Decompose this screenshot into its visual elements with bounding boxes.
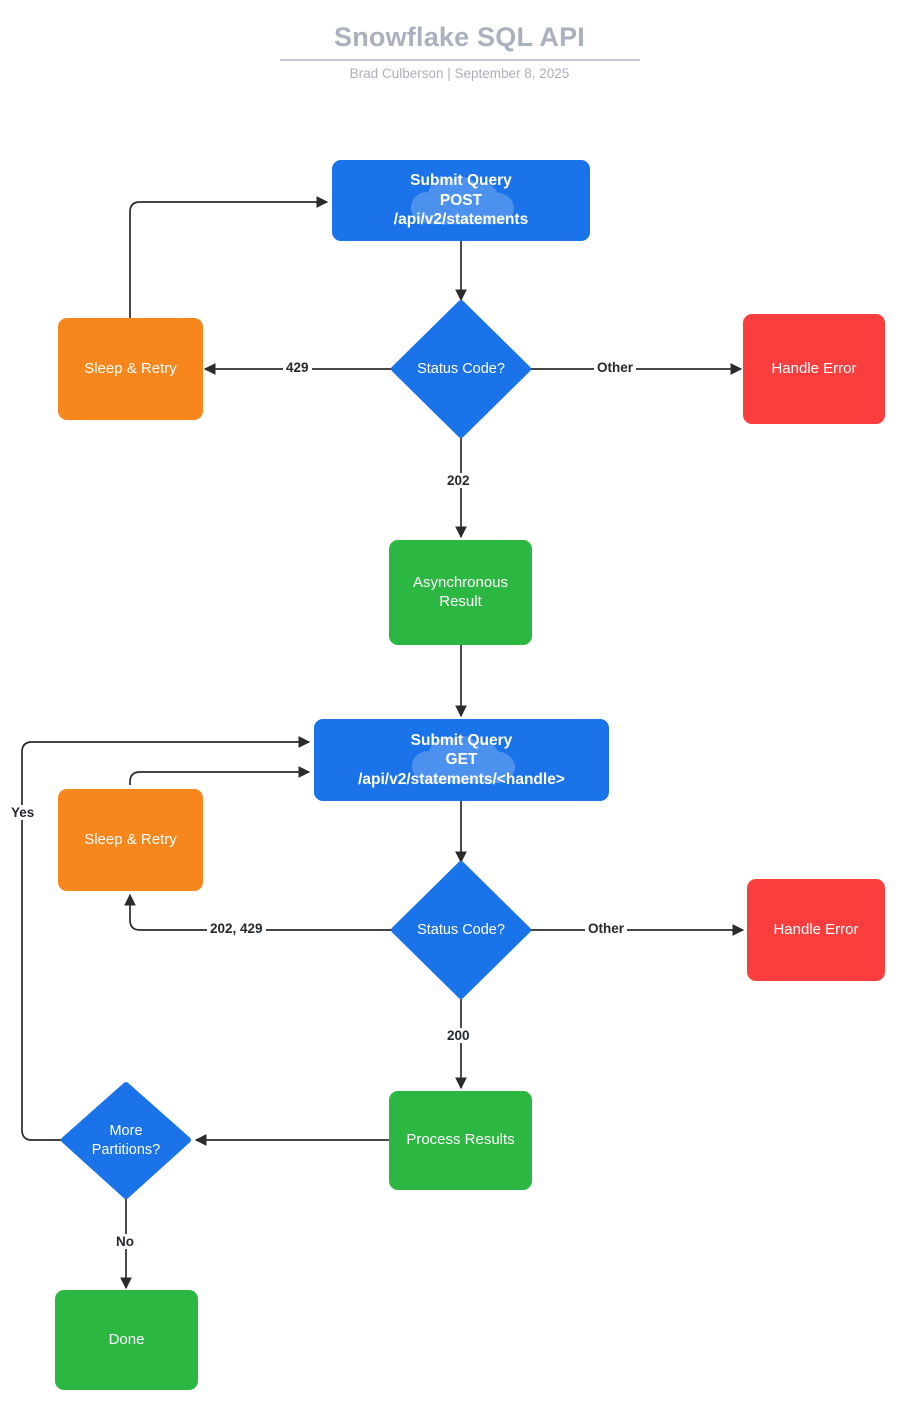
- node-label: Handle Error: [773, 920, 859, 938]
- node-more-partitions[interactable]: More Partitions?: [61, 1082, 191, 1199]
- edge-label-yes: Yes: [8, 805, 38, 820]
- byline: Brad Culberson | September 8, 2025: [349, 66, 570, 81]
- edge-sleep2-to-submit-get: [129, 766, 311, 785]
- node-label: Asynchronous Result: [412, 573, 509, 610]
- node-status-code-2[interactable]: Status Code?: [391, 861, 531, 999]
- edge-label-429: 429: [283, 360, 312, 375]
- node-label: Sleep & Retry: [84, 830, 177, 848]
- node-label: Process Results: [406, 1131, 515, 1149]
- edge-label-202-429: 202, 429: [207, 921, 266, 936]
- node-process-results[interactable]: Process Results: [389, 1091, 532, 1190]
- title-divider: [280, 59, 640, 61]
- diamond-shape: [391, 300, 531, 438]
- edge-label-other-2: Other: [585, 921, 628, 936]
- node-label: Done: [108, 1330, 145, 1348]
- edge-label-202: 202: [444, 473, 473, 488]
- node-label: Submit Query GET /api/v2/statements/<han…: [358, 731, 565, 788]
- node-sleep-and-retry-2[interactable]: Sleep & Retry: [58, 789, 203, 891]
- edge-label-other-1: Other: [594, 360, 637, 375]
- edge-sleep1-to-submit-post: [129, 196, 329, 318]
- node-submit-query-get[interactable]: Submit Query GET /api/v2/statements/<han…: [314, 719, 609, 801]
- page-title: Snowflake SQL API: [334, 22, 585, 52]
- node-sleep-and-retry-1[interactable]: Sleep & Retry: [58, 318, 203, 420]
- node-handle-error-2[interactable]: Handle Error: [747, 879, 885, 981]
- edge-label-200: 200: [444, 1028, 473, 1043]
- node-done[interactable]: Done: [55, 1290, 198, 1390]
- node-label: Status Code?: [417, 921, 505, 938]
- node-label: Submit Query POST /api/v2/statements: [393, 172, 529, 229]
- node-label: Sleep & Retry: [84, 359, 177, 377]
- diamond-shape: [391, 861, 531, 999]
- node-label: More Partitions?: [91, 1123, 161, 1158]
- node-label: Status Code?: [417, 360, 505, 377]
- node-status-code-1[interactable]: Status Code?: [391, 300, 531, 438]
- edge-label-no: No: [113, 1234, 137, 1249]
- document-header: Snowflake SQL API Brad Culberson | Septe…: [0, 0, 919, 110]
- node-asynchronous-result[interactable]: Asynchronous Result: [389, 540, 532, 645]
- node-handle-error-1[interactable]: Handle Error: [743, 314, 885, 424]
- node-submit-query-post[interactable]: Submit Query POST /api/v2/statements: [332, 160, 590, 241]
- node-label: Handle Error: [771, 359, 857, 377]
